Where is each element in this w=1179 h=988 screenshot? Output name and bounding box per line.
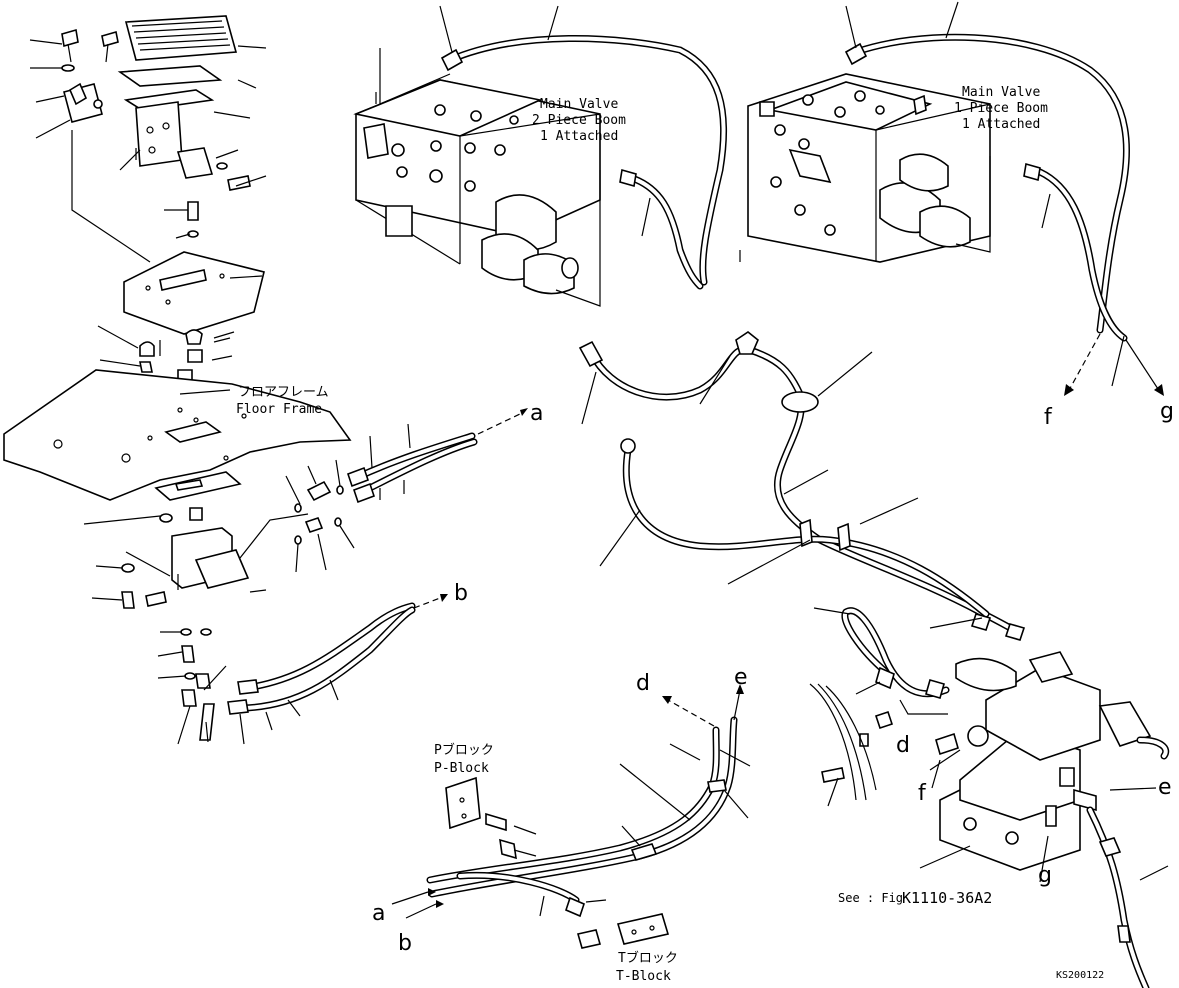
main-valve-1p-line2: 1 Piece Boom [954, 101, 1048, 116]
t-block-en-label: T-Block [616, 969, 671, 984]
p-block-area [445, 776, 537, 860]
connection-letter-b-top: b [454, 581, 468, 606]
main-valve-two-piece [353, 5, 728, 307]
main-valve-one-piece [739, 1, 1164, 396]
connection-letter-d-bottom-right: d [896, 733, 910, 758]
connection-letter-e-bottom-right: e [1158, 775, 1172, 800]
connection-letter-g-bottom-right: g [1038, 863, 1052, 888]
main-valve-1p-line3: 1 Attached [962, 117, 1040, 132]
floor-frame-en-label: Floor Frame [236, 402, 322, 417]
connection-letter-d-bottom: d [636, 671, 650, 696]
main-valve-2p-line3: 1 Attached [540, 129, 618, 144]
main-valve-1p-line1: Main Valve [962, 85, 1040, 100]
connection-letter-a-bottom: a [372, 901, 385, 926]
drawing-id: KS200122 [1056, 970, 1104, 981]
t-block [576, 913, 670, 949]
pedal-fittings [239, 459, 355, 573]
see-fig-ref: K1110-36A2 [902, 889, 992, 907]
connection-letter-e-bottom: e [734, 665, 748, 690]
connection-letter-g-top: g [1160, 399, 1174, 424]
main-valve-2p-line2: 2 Piece Boom [532, 113, 626, 128]
connection-letter-f-bottom-right: f [918, 781, 927, 806]
connection-letter-f-top: f [1044, 405, 1053, 430]
p-block-en-label: P-Block [434, 761, 489, 776]
connection-letter-a-top: a [530, 401, 543, 426]
pedal-valve [83, 471, 267, 745]
main-valve-2p-line1: Main Valve [540, 97, 618, 112]
floor-frame-jp-label: フロアフレーム [238, 385, 329, 400]
floor-frame [3, 369, 352, 501]
control-valve-assembly [809, 607, 1170, 988]
t-block-jp-label: Tブロック [618, 950, 678, 966]
hoses-left [227, 408, 528, 745]
center-hose-routing [578, 331, 1026, 641]
p-block-jp-label: Pブロック [434, 742, 494, 758]
lower-hoses [391, 684, 751, 919]
pedal-assembly [29, 15, 267, 413]
see-fig-prefix: See : Fig [838, 891, 903, 905]
connection-letter-b-bottom: b [398, 931, 412, 956]
